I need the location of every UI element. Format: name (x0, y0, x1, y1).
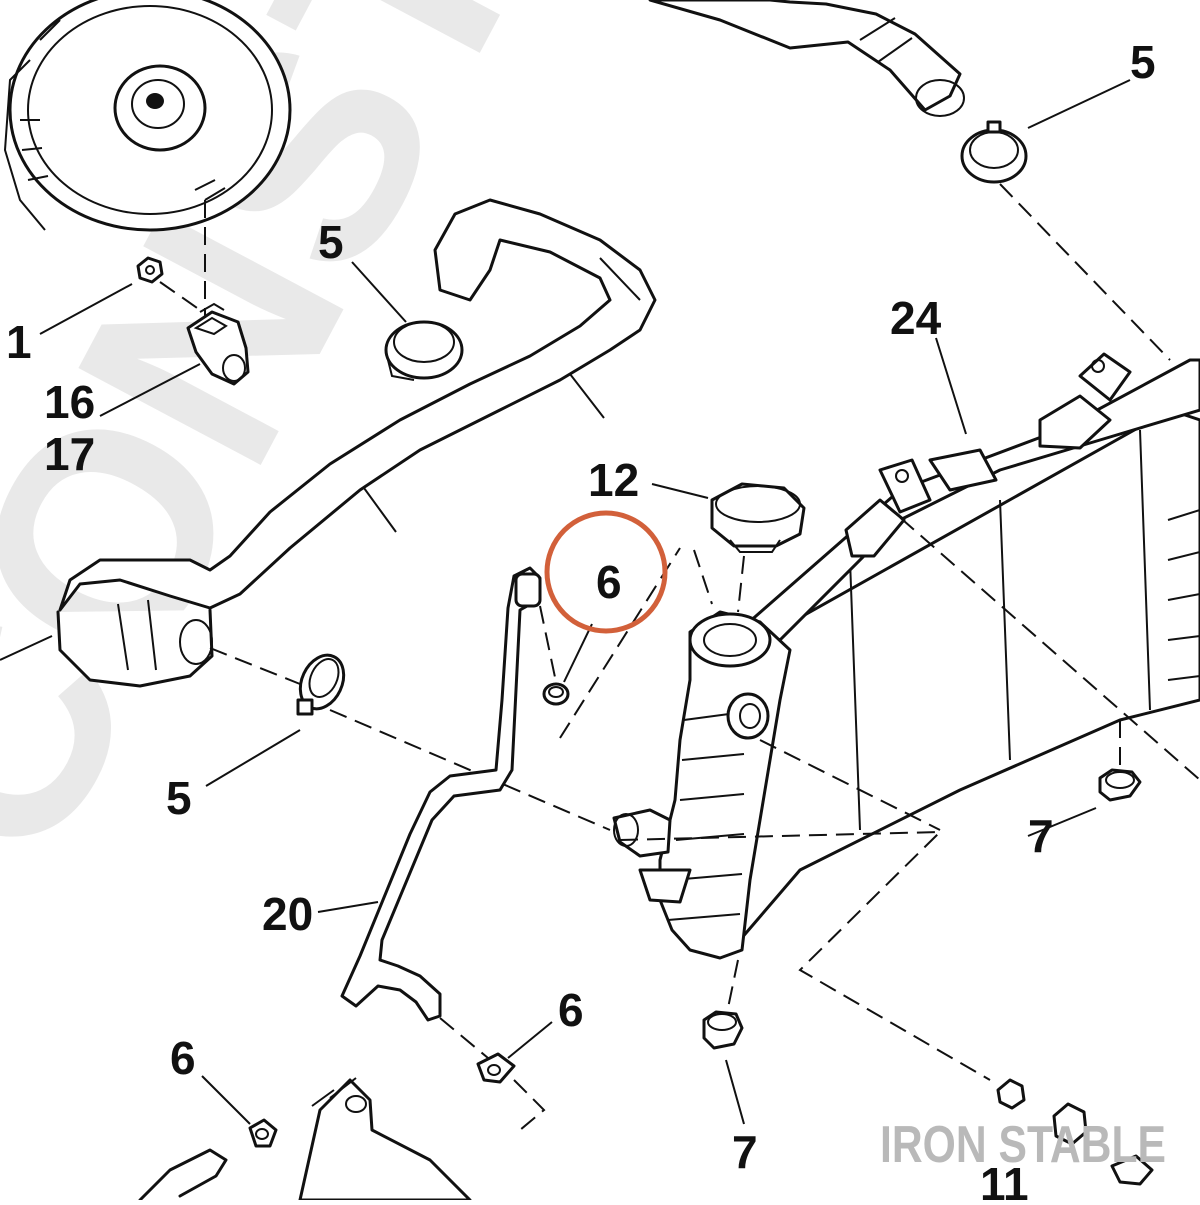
grommet-7-bottom (702, 1010, 744, 1050)
dashed-cap-to-filler (737, 555, 745, 613)
fan-shroud (3, 0, 292, 232)
callout-6-lower-mid: 6 (558, 984, 584, 1036)
overflow-hose-20 (340, 566, 542, 1022)
grommet-7-right (1098, 768, 1142, 802)
highlight-ring (544, 510, 668, 634)
coolant-reservoir (138, 1077, 472, 1202)
dashed-clamp-to-radiator-inlet (329, 709, 611, 831)
leader-lines (0, 79, 1131, 1125)
callout-16: 16 (44, 376, 95, 428)
dashed-hose-to-clip (539, 605, 557, 683)
callout-5-mid: 5 (318, 216, 344, 268)
dashed-grommet-7-bottom (727, 959, 739, 1009)
callout-24: 24 (890, 292, 942, 344)
hose-clip-6-mid (476, 1052, 516, 1084)
callout-6-highlighted: 6 (596, 556, 622, 608)
callout-5-lower-left: 5 (166, 772, 192, 824)
radiator-24 (612, 352, 1200, 960)
callout-17: 17 (44, 428, 95, 480)
bolt-11 (996, 1078, 1154, 1186)
lower-hose (56, 198, 657, 688)
callout-12: 12 (588, 454, 639, 506)
brand-watermark: IRON STABLE (880, 1116, 1166, 1174)
dashed-cap-side (693, 549, 713, 605)
grommet-16-17 (186, 302, 250, 386)
dashed-inlet-to-mount (759, 739, 941, 831)
callout-6-lower-left: 6 (170, 1032, 196, 1084)
dashed-hose-to-clamp (209, 647, 301, 685)
callout-7-right: 7 (1028, 810, 1054, 862)
hose-clamp-5-top (960, 120, 1028, 184)
dashed-hose-to-clip-mid (439, 1017, 489, 1059)
callout-labels: 1 16 17 5 5 5 24 12 6 6 6 7 7 20 11 (6, 36, 1156, 1205)
radiator-cap-12 (710, 482, 806, 553)
dashed-clip-mid-down (513, 1079, 546, 1131)
hose-clamp-5-low (296, 653, 346, 716)
dashed-bracket-to-frame (879, 499, 1200, 781)
callout-20: 20 (262, 888, 313, 940)
dashed-nut-to-grommet (159, 281, 201, 311)
callout-5-top-right: 5 (1130, 36, 1156, 88)
hose-clip-6-top (542, 682, 570, 706)
upper-hose (648, 0, 965, 117)
callout-1: 1 (6, 316, 32, 368)
nut-1 (136, 256, 164, 284)
callout-7-bottom: 7 (732, 1126, 758, 1178)
dashed-clamp-to-radiator (999, 183, 1171, 361)
callout-11: 11 (980, 1158, 1029, 1200)
dashed-clip-to-filler (559, 547, 681, 739)
hose-clip-6-low (248, 1118, 278, 1148)
hose-clamp-5-mid (384, 320, 464, 381)
dashed-radiator-mount (619, 830, 991, 1081)
